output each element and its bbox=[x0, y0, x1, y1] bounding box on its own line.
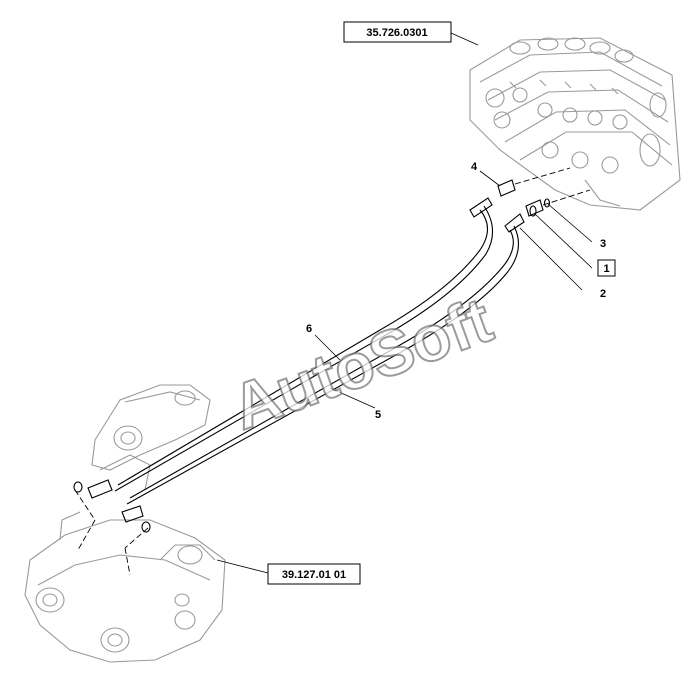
watermark: AutoSoft bbox=[223, 283, 501, 443]
reference-bottom: 39.127.01 01 bbox=[267, 563, 361, 585]
callout-6: 6 bbox=[306, 323, 312, 335]
swing-bracket-structure bbox=[24, 384, 226, 663]
connection-lines bbox=[74, 167, 591, 576]
callout-1-box: 1 bbox=[597, 259, 616, 277]
svg-text:1: 1 bbox=[603, 263, 609, 275]
callout-4: 4 bbox=[471, 161, 478, 173]
hose-pair bbox=[73, 197, 525, 533]
leader-lines bbox=[216, 32, 593, 574]
fittings-group bbox=[497, 179, 551, 217]
callout-3: 3 bbox=[600, 238, 606, 250]
fitting-1 bbox=[525, 199, 544, 217]
callout-2: 2 bbox=[600, 288, 606, 300]
control-valve-assembly bbox=[469, 37, 681, 211]
svg-text:39.127.01 01: 39.127.01 01 bbox=[282, 569, 346, 581]
reference-top: 35.726.0301 bbox=[343, 21, 452, 43]
fitting-4 bbox=[497, 179, 516, 197]
o-ring-3 bbox=[543, 198, 551, 208]
svg-text:35.726.0301: 35.726.0301 bbox=[366, 27, 427, 39]
callout-5: 5 bbox=[375, 409, 381, 421]
